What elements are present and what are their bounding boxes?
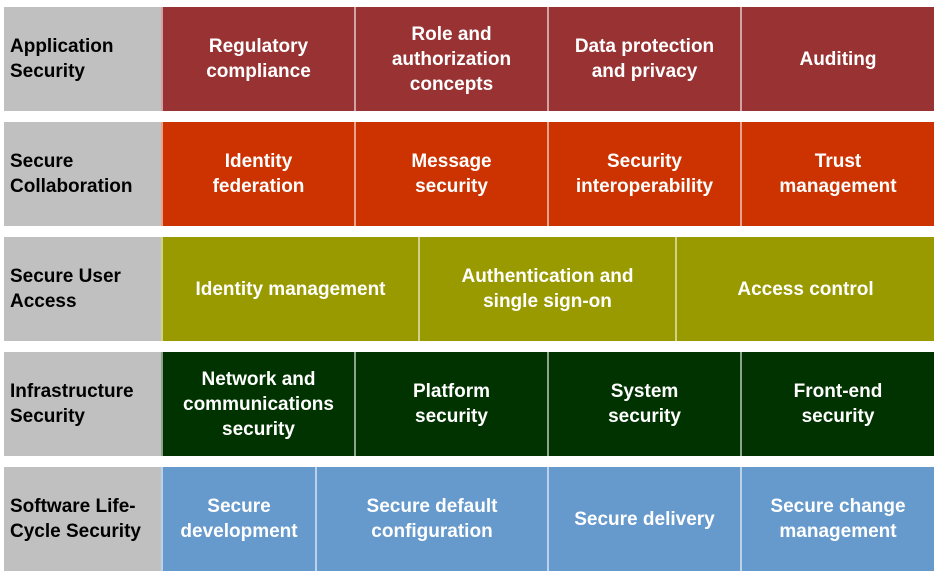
cell-message-security: Message security bbox=[354, 122, 547, 226]
layer-label: Software Life- Cycle Security bbox=[4, 467, 161, 571]
layer-infrastructure-security: Infrastructure Security Network and comm… bbox=[4, 352, 934, 456]
cell-access-control: Access control bbox=[675, 237, 934, 341]
cell-network-communications: Network and communications security bbox=[161, 352, 354, 456]
cell-authentication-sso: Authentication and single sign-on bbox=[418, 237, 675, 341]
cell-front-end-security: Front-end security bbox=[740, 352, 934, 456]
layer-application-security: Application Security Regulatory complian… bbox=[4, 7, 934, 111]
layer-label: Application Security bbox=[4, 7, 161, 111]
cell-regulatory-compliance: Regulatory compliance bbox=[161, 7, 354, 111]
layer-label: Secure Collaboration bbox=[4, 122, 161, 226]
cell-secure-delivery: Secure delivery bbox=[547, 467, 740, 571]
layer-software-lifecycle-security: Software Life- Cycle Security Secure dev… bbox=[4, 467, 934, 571]
cell-system-security: System security bbox=[547, 352, 740, 456]
cell-secure-development: Secure development bbox=[161, 467, 315, 571]
cell-trust-management: Trust management bbox=[740, 122, 934, 226]
cell-data-protection: Data protection and privacy bbox=[547, 7, 740, 111]
cell-secure-default-configuration: Secure default configuration bbox=[315, 467, 547, 571]
cell-secure-change-management: Secure change management bbox=[740, 467, 934, 571]
cell-security-interoperability: Security interoperability bbox=[547, 122, 740, 226]
layer-secure-collaboration: Secure Collaboration Identity federation… bbox=[4, 122, 934, 226]
cell-identity-management: Identity management bbox=[161, 237, 418, 341]
layer-label: Secure User Access bbox=[4, 237, 161, 341]
cell-auditing: Auditing bbox=[740, 7, 934, 111]
cell-role-authorization: Role and authorization concepts bbox=[354, 7, 547, 111]
cell-identity-federation: Identity federation bbox=[161, 122, 354, 226]
cell-platform-security: Platform security bbox=[354, 352, 547, 456]
layer-secure-user-access: Secure User Access Identity management A… bbox=[4, 237, 934, 341]
layer-label: Infrastructure Security bbox=[4, 352, 161, 456]
